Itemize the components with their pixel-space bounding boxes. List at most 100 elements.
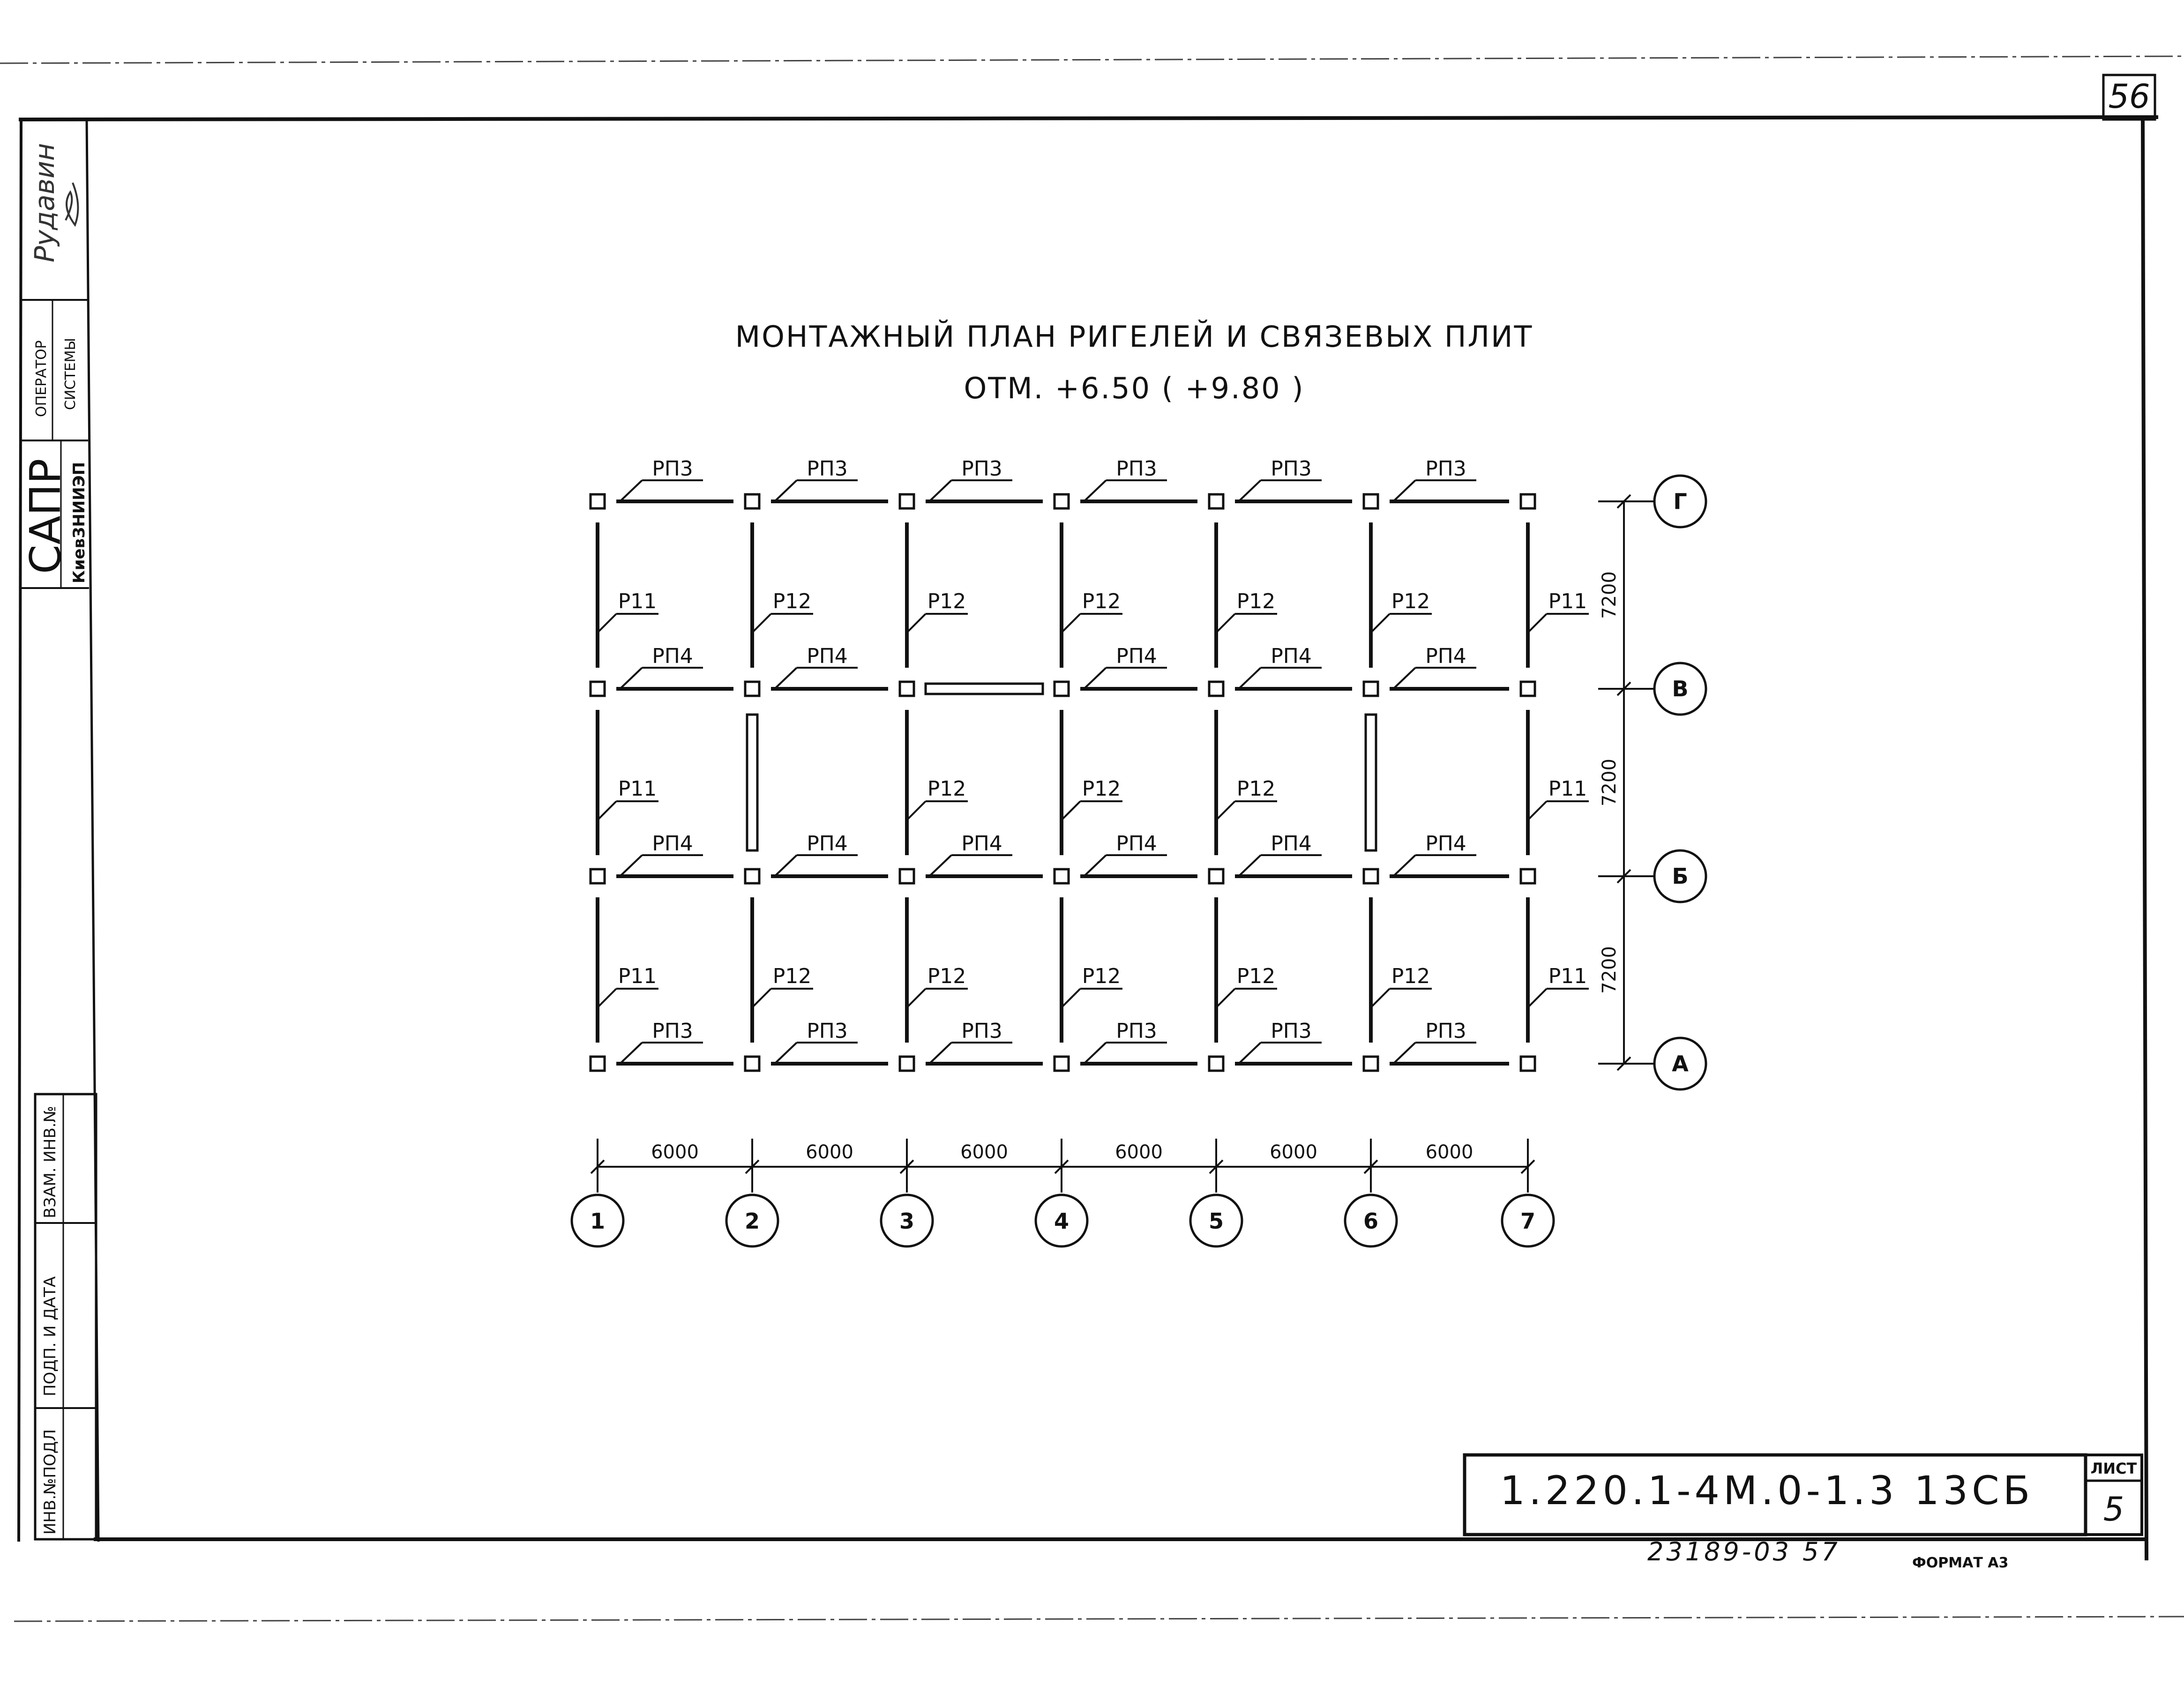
leader-line <box>906 988 927 1008</box>
axis-label: 6 <box>1363 1208 1378 1234</box>
leader-line <box>620 479 643 501</box>
operator-label-1: ОПЕРАТОР <box>33 340 50 417</box>
dimension-value: 6000 <box>960 1141 1008 1163</box>
axis-label: 1 <box>590 1208 605 1234</box>
column-node <box>898 1055 915 1072</box>
beam-label: Р12 <box>1082 777 1121 801</box>
sheet-label: ЛИСТ <box>2091 1460 2137 1477</box>
side-stamp: Рудавин ОПЕРАТОР СИСТЕМЫ САПР КиевЗНИИЭП… <box>21 143 97 1541</box>
beam-label: Р12 <box>1237 589 1276 613</box>
dimension-value: 7200 <box>1599 759 1620 806</box>
beam-label: Р11 <box>618 964 657 988</box>
column-node <box>1208 493 1225 510</box>
leader-line <box>1239 854 1262 876</box>
axis-label: 7 <box>1520 1208 1535 1234</box>
leader-line <box>775 1042 798 1064</box>
page-number-box <box>2102 74 2156 121</box>
leader-line <box>1370 988 1391 1008</box>
dimension-tick <box>590 1159 605 1174</box>
beam-label: Р12 <box>1237 964 1276 988</box>
drawing-subtitle: ОТМ. +6.50 ( +9.80 ) <box>964 371 1304 405</box>
beam-label: Р12 <box>773 964 812 988</box>
leader-line <box>1061 988 1081 1008</box>
org-abbrev: САПР <box>21 459 70 574</box>
axis-label: В <box>1672 676 1688 701</box>
leader-line <box>1084 854 1107 876</box>
column-node <box>1362 493 1379 510</box>
leader-line <box>1084 479 1107 501</box>
beam-label: Р12 <box>1082 589 1121 613</box>
axis-bubble <box>725 1193 779 1248</box>
beam-label: Р11 <box>1548 964 1587 988</box>
dimension-tick <box>1616 869 1631 884</box>
column-node <box>1362 1055 1379 1072</box>
column-node <box>1053 680 1070 697</box>
leader-line <box>1084 1042 1107 1064</box>
leader-line <box>751 613 772 634</box>
leader-line <box>1215 800 1236 821</box>
axis-bubble <box>1189 1193 1243 1248</box>
beam-label: Р11 <box>618 777 657 801</box>
beam-label: РП3 <box>1271 1019 1312 1043</box>
title-block: 1.220.1-4М.0-1.3 13СБ ЛИСТ 5 <box>1463 1453 2143 1536</box>
inv-podl-label: ИНВ.№ПОДЛ <box>41 1429 60 1535</box>
beam-label: РП4 <box>652 832 693 856</box>
axis-bubble <box>1653 1036 1707 1091</box>
beam-label: Р12 <box>1237 777 1276 801</box>
beam-label: Р11 <box>1548 777 1587 801</box>
column-node <box>898 493 915 510</box>
leader-line <box>1239 667 1262 689</box>
column-node <box>744 680 761 697</box>
leader-line <box>1393 667 1416 689</box>
leader-line <box>597 800 617 821</box>
leader-line <box>1527 613 1548 634</box>
axis-bubble <box>1034 1193 1089 1248</box>
page-number: 56 <box>2108 77 2150 116</box>
column-node <box>1362 868 1379 885</box>
axis-label: 2 <box>745 1208 760 1234</box>
beam-label: РП4 <box>807 832 848 856</box>
column-node <box>589 1055 606 1072</box>
vzam-inv-label: ВЗАМ. ИНВ.№ <box>41 1106 60 1218</box>
leader-line <box>1061 613 1081 634</box>
drawing-title: МОНТАЖНЫЙ ПЛАН РИГЕЛЕЙ И СВЯЗЕВЫХ ПЛИТ <box>735 320 1533 354</box>
column-node <box>1362 680 1379 697</box>
dimension-tick <box>1616 681 1631 696</box>
leader-line <box>775 479 798 501</box>
leader-line <box>1239 1042 1262 1064</box>
beam-label: РП4 <box>1271 644 1312 668</box>
axis-label: 4 <box>1054 1208 1069 1234</box>
beam-label: Р11 <box>1548 589 1587 613</box>
leader-line <box>751 988 772 1008</box>
column-node <box>744 868 761 885</box>
leader-line <box>1393 854 1416 876</box>
drawing-code: 1.220.1-4М.0-1.3 13СБ <box>1500 1468 2034 1514</box>
dimension-tick <box>1209 1159 1224 1174</box>
leader-line <box>1239 479 1262 501</box>
dimension-tick <box>1616 494 1631 509</box>
axis-bubble <box>880 1193 934 1248</box>
beam-label: РП4 <box>1116 832 1157 856</box>
column-node <box>1519 493 1536 510</box>
column-node <box>1208 680 1225 697</box>
leader-line <box>620 854 643 876</box>
column-node <box>589 868 606 885</box>
column-node <box>589 680 606 697</box>
beam-label: РП4 <box>1425 644 1466 668</box>
column-node <box>898 868 915 885</box>
beam-label: РП3 <box>807 1019 848 1043</box>
beam-label: Р11 <box>618 589 657 613</box>
column-node <box>744 493 761 510</box>
dimension-tick <box>1363 1159 1378 1174</box>
column-node <box>1053 1055 1070 1072</box>
beam-label: РП3 <box>961 1019 1002 1043</box>
beam-label: РП3 <box>961 457 1002 481</box>
axis-label: 5 <box>1209 1208 1224 1234</box>
beam-label: РП3 <box>1425 457 1466 481</box>
dimension-value: 6000 <box>1115 1141 1163 1163</box>
beam-label: РП3 <box>1271 457 1312 481</box>
beam-label: РП3 <box>652 457 693 481</box>
leader-line <box>775 854 798 876</box>
leader-line <box>775 667 798 689</box>
